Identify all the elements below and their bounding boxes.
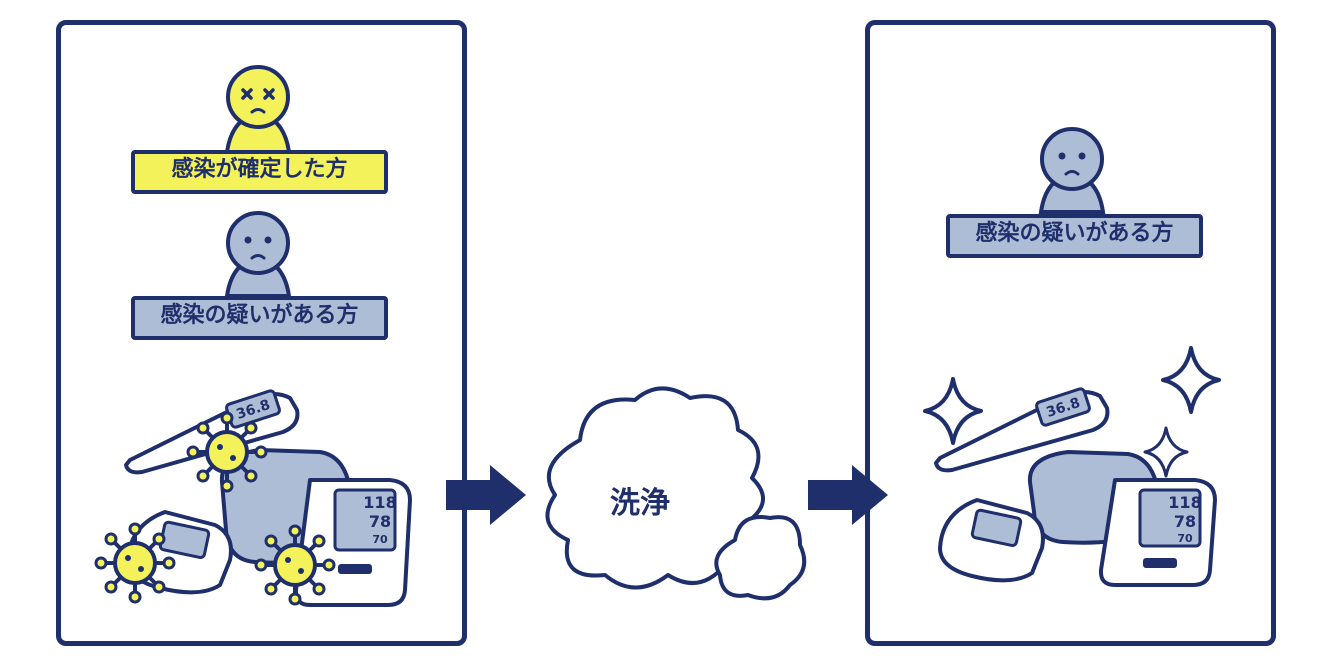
- wash-label: 洗浄: [610, 486, 670, 521]
- suspected-infection-label: 感染の疑いがある方: [131, 296, 388, 340]
- arrow-right-icon: [446, 465, 526, 525]
- confirmed-person-icon: [224, 65, 292, 154]
- bp-systolic: 118: [1168, 493, 1201, 512]
- confirmed-infection-label: 感染が確定した方: [131, 150, 388, 194]
- bp-diastolic: 78: [369, 512, 391, 531]
- sparkle-icon: [1161, 346, 1221, 414]
- wash-cloud-icon: [545, 386, 807, 601]
- blood-pressure-monitor-icon: [293, 478, 412, 607]
- suspected-person-icon: [224, 211, 292, 298]
- sparkle-icon: [923, 377, 983, 445]
- bp-systolic: 118: [363, 493, 396, 512]
- thermometer-icon: [124, 389, 300, 475]
- suspected-infection-label: 感染の疑いがある方: [946, 214, 1203, 258]
- suspected-person-icon: [1038, 127, 1106, 214]
- thermometer-icon: [934, 387, 1110, 473]
- virus-icon: [254, 524, 336, 606]
- blood-pressure-monitor-icon: [1098, 478, 1217, 587]
- virus-icon: [94, 522, 176, 604]
- bp-pulse: 70: [1177, 532, 1193, 545]
- bp-pulse: 70: [372, 533, 388, 546]
- virus-icon: [186, 411, 268, 493]
- bp-diastolic: 78: [1174, 512, 1196, 531]
- pulse-oximeter-icon: [938, 498, 1045, 583]
- arrow-right-icon: [808, 465, 888, 525]
